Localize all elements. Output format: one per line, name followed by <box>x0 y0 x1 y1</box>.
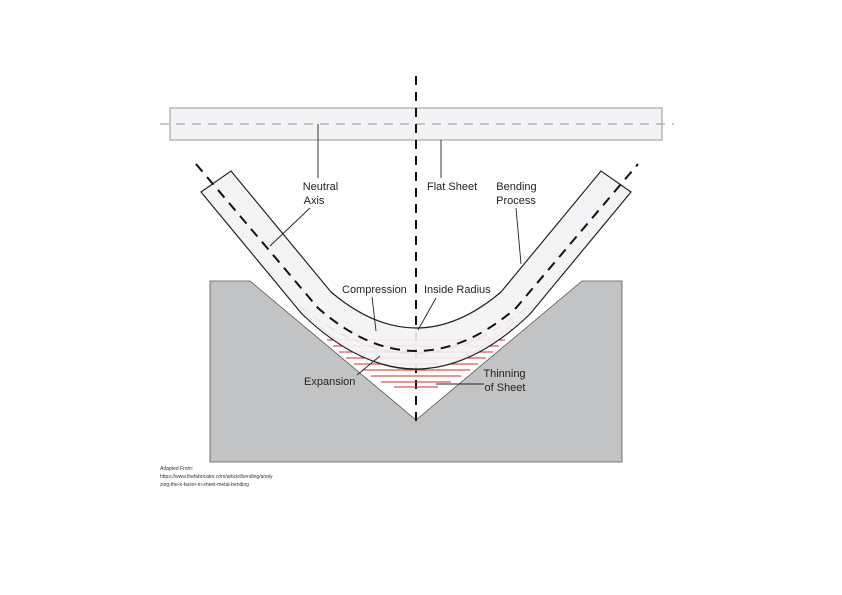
v-die <box>209 280 623 463</box>
bent-sheet-neutral-axis <box>195 163 639 352</box>
thinning-of-sheet-label: Thinning of Sheet <box>483 368 528 394</box>
bending-process-label: Bending Process <box>496 181 540 207</box>
bending-process-leader <box>515 207 522 265</box>
source-attribution: Adapted From: https://www.thefabricator.… <box>160 466 274 488</box>
compression-label: Compression <box>342 284 407 296</box>
expansion-label: Expansion <box>304 376 355 388</box>
compression-leader <box>371 296 377 332</box>
bent-sheet <box>200 170 632 370</box>
flat-sheet-label: Flat Sheet <box>427 181 477 193</box>
inside-radius-leader <box>417 297 437 331</box>
neutral-axis-leader-lower <box>269 207 311 247</box>
leader-lines <box>269 124 522 385</box>
expansion-leader <box>356 355 381 376</box>
neutral-axis-label: Neutral Axis <box>303 181 342 207</box>
inside-radius-label: Inside Radius <box>424 284 491 296</box>
